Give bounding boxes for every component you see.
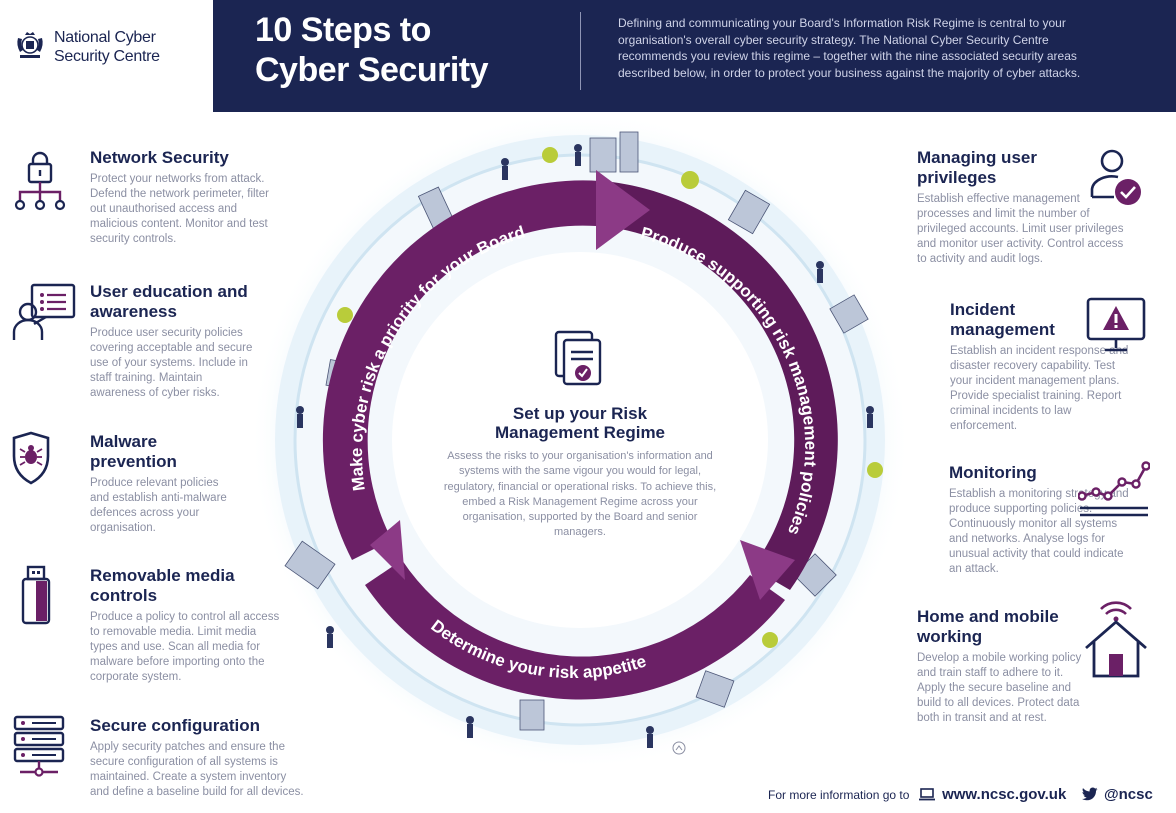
item-incident-management: Incident management Establish an inciden… xyxy=(950,300,1138,434)
user-privileges-text: Establish effective management processes… xyxy=(917,193,1124,265)
secure-configuration-title: Secure configuration xyxy=(90,716,261,735)
ncsc-logo[interactable]: National Cyber Security Centre xyxy=(0,0,213,112)
footer: For more information go to www.ncsc.gov.… xyxy=(768,786,1153,806)
arrow-head-board xyxy=(596,170,650,250)
server-stack-icon xyxy=(13,715,65,777)
page-title: 10 Steps to Cyber Security xyxy=(255,10,489,90)
header-divider xyxy=(580,12,581,90)
network-security-text: Protect your networks from attack. Defen… xyxy=(90,173,269,245)
monitoring-title: Monitoring xyxy=(949,463,1037,482)
center-title-line-1: Set up your Risk xyxy=(512,404,648,423)
arc-segment-board xyxy=(322,180,600,560)
home-wifi-icon xyxy=(1085,601,1147,678)
home-mobile-text: Develop a mobile working policy and trai… xyxy=(917,652,1082,724)
malware-prevention-text: Produce relevant policies and establish … xyxy=(90,477,227,534)
center-description: Assess the risks to your organisation's … xyxy=(443,450,717,539)
city-people xyxy=(296,144,874,748)
presenter-icon xyxy=(12,283,76,340)
user-education-text: Produce user security policies covering … xyxy=(90,327,253,399)
documents-check-icon xyxy=(554,330,602,386)
computer-icon xyxy=(918,788,935,801)
secure-configuration-text: Apply security patches and ensure the se… xyxy=(90,741,304,798)
incident-management-text: Establish an incident response and disas… xyxy=(950,345,1129,432)
arrow-head-appetite xyxy=(370,520,405,580)
center-disc xyxy=(392,252,768,628)
intro-text: Defining and communicating your Board's … xyxy=(618,16,1081,80)
item-user-education: User education and awareness Produce use… xyxy=(90,282,260,401)
arc-segment-policies xyxy=(608,182,838,590)
item-network-security: Network Security Protect your networks f… xyxy=(90,148,275,247)
risk-cycle-ring xyxy=(322,170,838,700)
logo-line-1: National Cyber xyxy=(54,29,156,46)
line-graph-icon xyxy=(1078,461,1150,517)
center-title: Set up your Risk Management Regime xyxy=(440,404,720,442)
footer-prefix: For more information go to xyxy=(768,788,910,802)
website-link[interactable]: www.ncsc.gov.uk xyxy=(942,786,1067,803)
scroll-up-icon xyxy=(672,741,686,755)
monitoring-text: Establish a monitoring strategy and prod… xyxy=(949,488,1129,575)
item-managing-user-privileges: Managing user privileges Establish effec… xyxy=(917,148,1127,267)
user-check-icon xyxy=(1090,149,1141,205)
title-line-2: Cyber Security xyxy=(255,51,489,89)
incident-management-title: Incident management xyxy=(950,300,1055,339)
usb-drive-icon xyxy=(21,565,51,625)
item-removable-media: Removable media controls Produce a polic… xyxy=(90,566,285,685)
network-security-title: Network Security xyxy=(90,148,229,167)
cycle-graphic: Make cyber risk a priority for your Boar… xyxy=(250,112,910,770)
network-lock-icon xyxy=(14,151,66,211)
removable-media-text: Produce a policy to control all access t… xyxy=(90,611,280,683)
home-mobile-title: Home and mobile working xyxy=(917,607,1059,646)
item-malware-prevention: Malware prevention Produce relevant poli… xyxy=(90,432,240,536)
item-home-mobile-working: Home and mobile working Develop a mobile… xyxy=(917,607,1082,726)
logo-wordmark: National Cyber Security Centre xyxy=(54,28,160,66)
user-education-title: User education and awareness xyxy=(90,282,248,321)
logo-line-2: Security Centre xyxy=(54,48,160,65)
monitor-warning-icon xyxy=(1086,297,1146,352)
twitter-handle[interactable]: @ncsc xyxy=(1103,786,1153,803)
malware-prevention-title: Malware prevention xyxy=(90,432,177,471)
item-secure-configuration: Secure configuration Apply security patc… xyxy=(90,716,305,800)
bug-shield-icon xyxy=(12,431,50,485)
center-title-line-2: Management Regime xyxy=(494,423,666,442)
title-line-1: 10 Steps to xyxy=(255,11,431,49)
twitter-icon xyxy=(1081,787,1098,801)
item-monitoring: Monitoring Establish a monitoring strate… xyxy=(949,463,1139,577)
removable-media-title: Removable media controls xyxy=(90,566,235,605)
arrow-head-policies xyxy=(740,540,795,600)
royal-crest-icon xyxy=(17,32,43,58)
user-privileges-title: Managing user privileges xyxy=(917,148,1037,187)
arc-segment-appetite xyxy=(365,560,785,700)
